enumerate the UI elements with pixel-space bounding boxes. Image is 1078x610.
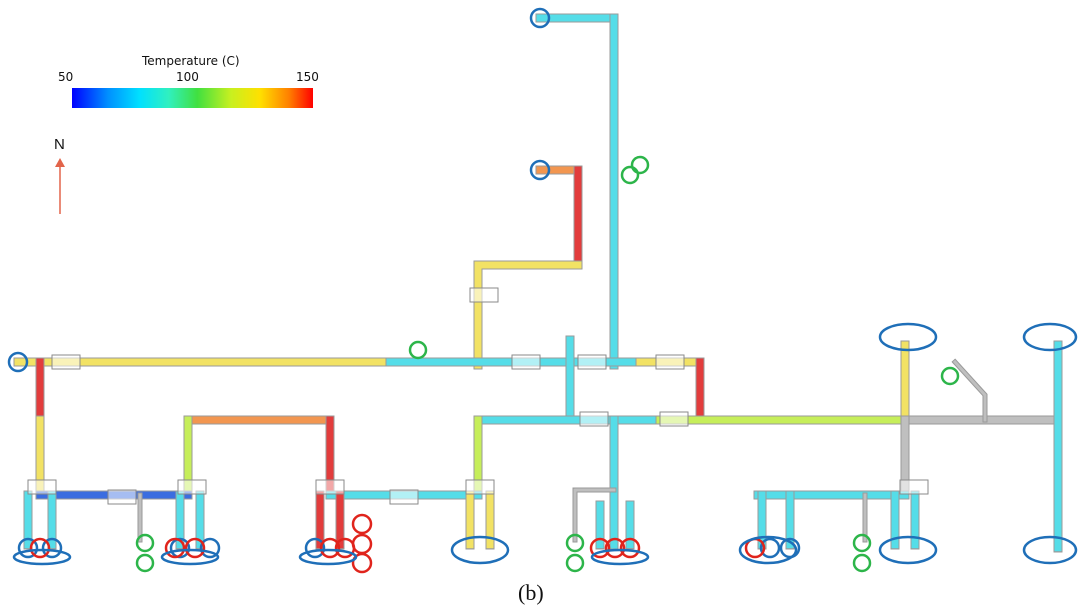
endpoint-cluster-ellipse [160,548,220,566]
pipe-junction-node [389,489,419,505]
pipe-junction-node [899,479,929,495]
pipe-junction-node [577,354,607,370]
pipe-junction-node [655,354,685,370]
endpoint-marker-green [408,340,428,360]
endpoint-marker-green [620,165,640,185]
endpoint-marker-blue [41,537,63,559]
endpoint-cluster-ellipse [298,548,358,566]
endpoint-marker-green [135,533,155,553]
temperature-colorbar [72,88,313,108]
legend-tick-max: 150 [296,70,319,84]
endpoint-marker-green [852,533,872,553]
endpoint-marker-red [184,537,206,559]
endpoint-marker-blue [7,351,29,373]
endpoint-marker-blue [169,537,191,559]
endpoint-marker-green [940,366,960,386]
pipe-junction-node [315,479,345,495]
pipe-junction-node [579,411,609,427]
endpoint-marker-blue [17,537,39,559]
endpoint-marker-green [135,553,155,573]
endpoint-marker-red [164,537,186,559]
endpoint-marker-blue [199,537,221,559]
endpoint-marker-green [630,155,650,175]
endpoint-cluster-ellipse [878,322,938,352]
endpoint-marker-red [351,533,373,555]
north-label: N [54,136,65,153]
pipe-outline [572,487,617,543]
endpoint-marker-green [565,533,585,553]
endpoint-marker-red [619,537,641,559]
pipe-junction-node [27,479,57,495]
pipe-junction-node [469,287,499,303]
endpoint-marker-red [589,537,611,559]
pipe-outline [473,260,583,370]
endpoint-marker-blue [304,537,326,559]
endpoint-marker-blue [529,7,551,29]
pipe-junction-node [465,479,495,495]
pipe-junction-node [107,489,137,505]
pipe-junction-node [51,354,81,370]
legend-tick-min: 50 [58,70,74,84]
endpoint-cluster-ellipse [738,535,798,565]
endpoint-marker-blue [529,159,551,181]
endpoint-cluster-ellipse [878,535,938,565]
endpoint-marker-red [29,537,51,559]
legend-tick-mid: 100 [176,70,199,84]
endpoint-marker-red [351,513,373,535]
endpoint-marker-red [604,537,626,559]
north-arrow-icon [55,158,65,214]
endpoint-markers [7,7,1078,574]
pipe-segment [952,359,987,422]
pipe-junction-node [511,354,541,370]
endpoint-cluster-ellipse [1022,535,1078,565]
endpoint-cluster-ellipse [450,535,510,565]
endpoint-cluster-ellipse [12,548,72,566]
pipe-junction-node [177,479,207,495]
endpoint-marker-blue [759,537,781,559]
pipe-nodes [27,287,929,505]
pipe-segment [573,488,616,542]
pipe-segment [474,261,582,369]
endpoint-marker-red [319,537,341,559]
endpoint-marker-green [852,553,872,573]
endpoint-cluster-ellipse [590,548,650,566]
endpoint-marker-green [565,553,585,573]
endpoint-cluster-ellipse [1022,322,1078,352]
legend-title: Temperature (C) [142,54,240,68]
pipe-junction-node [659,411,689,427]
figure-caption: (b) [518,580,544,605]
endpoint-marker-red [351,552,373,574]
